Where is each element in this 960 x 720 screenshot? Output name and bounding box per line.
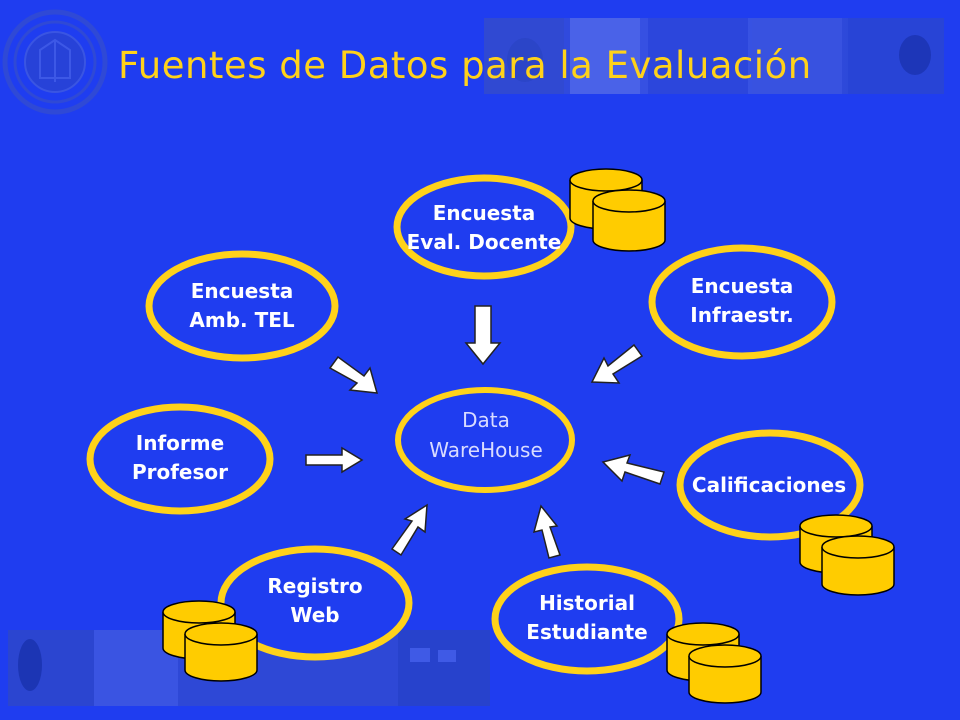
arrow-left-icon [601,453,665,485]
node-label-calificaciones: Calificaciones [691,473,847,497]
node-encuesta-amb-tel [145,250,339,362]
arrow-right-icon [305,446,364,474]
university-seal-logo [2,9,108,115]
arrow-down-icon [464,305,502,366]
arrow-diag-down-left-icon [590,343,644,384]
page-title: Fuentes de Datos para la Evaluación [118,44,812,87]
node-label-amb-tel: Encuesta Amb. TEL [189,279,295,332]
photo-collage-bottom [8,630,490,706]
node-label-informe: Informe Profesor [131,431,229,484]
arrow-diag-down-right-icon [328,355,379,394]
node-label-infraestr: Encuesta Infraestr. [690,274,794,327]
node-label-historial: Historial Estudiante [526,591,648,644]
arrow-up-right-icon [390,503,428,557]
node-informe-profesor [86,403,274,515]
database-icon [569,168,666,252]
database-icon [666,622,762,704]
database-icon [162,600,258,682]
node-historial-estudiante [491,563,683,675]
node-encuesta-eval-docente [393,174,575,280]
node-label-registro: Registro Web [267,574,363,627]
node-calificaciones [676,429,864,541]
center-label-data-warehouse: Data WareHouse [429,408,543,462]
arrow-up-left-icon [532,504,561,559]
node-label-eval-docente: Encuesta Eval. Docente [406,201,562,254]
node-data-warehouse [395,387,575,493]
node-encuesta-infraestr [648,244,836,360]
database-icon [799,514,895,596]
photo-collage-top [484,18,944,94]
